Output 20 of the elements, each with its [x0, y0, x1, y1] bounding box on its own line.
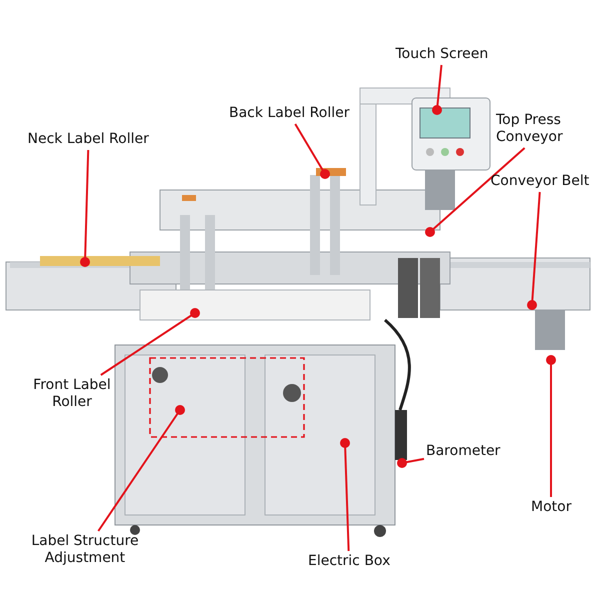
leader-line — [100, 308, 200, 376]
leader-line — [432, 64, 442, 115]
leader-line — [527, 192, 541, 310]
leader-line — [397, 458, 424, 468]
callout-label: Back Label Roller — [229, 105, 350, 122]
leader-line — [98, 405, 185, 532]
leader-line — [340, 438, 350, 552]
callout-label: Electric Box — [308, 553, 390, 570]
callout-label: Barometer — [426, 443, 500, 460]
callout-label: Label Structure Adjustment — [18, 533, 152, 567]
callout-label: Touch Screen — [396, 46, 488, 63]
callout-label: Motor — [531, 499, 572, 516]
callout-label: Top Press Conveyor — [496, 112, 596, 146]
leader-line — [294, 123, 330, 179]
leader-line — [546, 355, 556, 497]
leader-line — [425, 147, 526, 237]
callout-label: Neck Label Roller — [28, 131, 149, 148]
leader-line — [80, 150, 90, 267]
callout-label: Conveyor Belt — [490, 173, 590, 190]
callout-label: Front Label Roller — [22, 377, 122, 411]
